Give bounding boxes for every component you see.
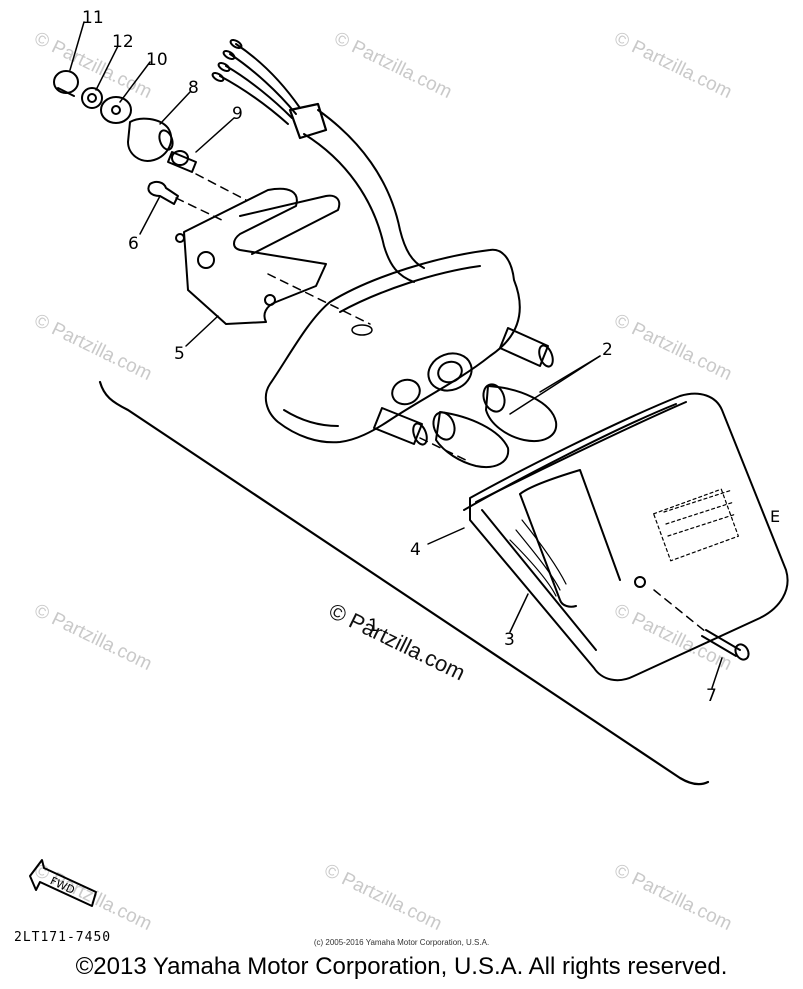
bulbs xyxy=(432,383,558,468)
socket-posts xyxy=(373,327,554,446)
callout-6: 6 xyxy=(128,234,139,254)
footer-copyright: ©2013 Yamaha Motor Corporation, U.S.A. A… xyxy=(75,953,728,980)
callout-10: 10 xyxy=(146,50,168,70)
callout-3: 3 xyxy=(504,630,515,650)
fwd-label: FWD xyxy=(48,874,77,897)
callout-1: 1 xyxy=(368,616,379,636)
lens-pattern xyxy=(653,488,739,562)
assembly-brace xyxy=(98,380,710,786)
part-code: 2LT171-7450 xyxy=(14,930,112,945)
callout-8: 8 xyxy=(188,78,199,98)
fwd-arrow-icon: FWD xyxy=(29,859,97,907)
callout-5: 5 xyxy=(174,344,185,364)
callout-9: 9 xyxy=(232,104,243,124)
callout-12: 12 xyxy=(112,32,134,52)
callout-7: 7 xyxy=(706,686,717,706)
leader-lines xyxy=(69,21,723,689)
hardware xyxy=(53,70,197,243)
callout-11: 11 xyxy=(82,8,104,28)
callout-4: 4 xyxy=(410,540,421,560)
lens-assembly: E xyxy=(463,392,789,682)
screw-7 xyxy=(701,629,750,661)
svg-text:E: E xyxy=(770,507,780,526)
lamp-housing xyxy=(264,248,521,444)
assembly-guides xyxy=(175,173,707,633)
wire-harness xyxy=(211,39,425,283)
bracket xyxy=(183,187,341,325)
callout-2: 2 xyxy=(602,340,613,360)
small-copyright: (c) 2005-2016 Yamaha Motor Corporation, … xyxy=(313,938,490,947)
